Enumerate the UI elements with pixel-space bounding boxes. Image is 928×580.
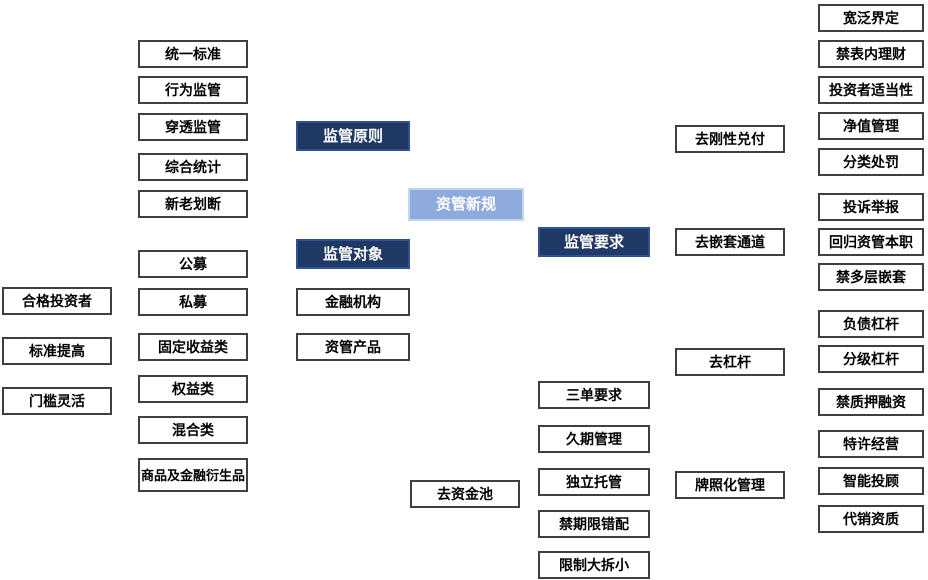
node-no-nested-channels: 去嵌套通道 xyxy=(675,228,785,256)
node-private-offering: 私募 xyxy=(138,288,248,316)
node-lookthrough-regulation: 穿透监管 xyxy=(138,113,248,141)
node-qualified-investor: 合格投资者 xyxy=(2,287,112,315)
node-remove-capital-pool: 去资金池 xyxy=(410,480,520,508)
node-return-to-am-origin: 回归资管本职 xyxy=(818,228,924,256)
branch-regulation-objects: 监管对象 xyxy=(296,239,410,269)
branch-regulation-requirements: 监管要求 xyxy=(538,227,650,257)
node-duration-management: 久期管理 xyxy=(538,425,650,453)
node-new-old-demarcation: 新老划断 xyxy=(138,190,248,218)
node-three-orders: 三单要求 xyxy=(538,381,650,409)
node-no-rigid-payment: 去刚性兑付 xyxy=(675,125,785,153)
node-classified-penalty: 分类处罚 xyxy=(818,148,924,176)
node-distribution-qualification: 代销资质 xyxy=(818,505,924,533)
node-comprehensive-statistics: 综合统计 xyxy=(138,153,248,181)
node-standard-raised: 标准提高 xyxy=(2,337,112,365)
node-no-maturity-mismatch: 禁期限错配 xyxy=(538,510,650,538)
node-commodity-derivatives: 商品及金融衍生品 xyxy=(138,458,248,492)
node-financial-institutions: 金融机构 xyxy=(296,288,410,316)
node-unified-standards: 统一标准 xyxy=(138,40,248,68)
node-no-balance-sheet-wm: 禁表内理财 xyxy=(818,40,924,68)
node-conduct-regulation: 行为监管 xyxy=(138,76,248,104)
node-independent-custody: 独立托管 xyxy=(538,468,650,496)
node-root-am-new-rules: 资管新规 xyxy=(408,188,524,221)
node-limit-splitting: 限制大拆小 xyxy=(538,551,650,579)
node-fixed-income: 固定收益类 xyxy=(138,333,248,361)
node-nav-management: 净值管理 xyxy=(818,112,924,140)
node-am-products: 资管产品 xyxy=(296,333,410,361)
node-equity-type: 权益类 xyxy=(138,375,248,403)
node-deleverage: 去杠杆 xyxy=(675,348,785,376)
node-complaint-report: 投诉举报 xyxy=(818,193,924,221)
node-broad-definition: 宽泛界定 xyxy=(818,4,924,32)
node-no-pledge-financing: 禁质押融资 xyxy=(818,388,924,416)
node-investor-suitability: 投资者适当性 xyxy=(818,76,924,104)
node-franchise-operation: 特许经营 xyxy=(818,430,924,458)
node-license-management: 牌照化管理 xyxy=(675,471,785,499)
node-robo-advisor: 智能投顾 xyxy=(818,467,924,495)
node-tranche-leverage: 分级杠杆 xyxy=(818,345,924,373)
node-mixed-type: 混合类 xyxy=(138,416,248,444)
node-debt-leverage: 负债杠杆 xyxy=(818,310,924,338)
node-public-offering: 公募 xyxy=(138,250,248,278)
node-threshold-flexible: 门槛灵活 xyxy=(2,387,112,415)
node-no-multilayer-nesting: 禁多层嵌套 xyxy=(818,263,924,291)
branch-regulation-principles: 监管原则 xyxy=(296,121,410,151)
